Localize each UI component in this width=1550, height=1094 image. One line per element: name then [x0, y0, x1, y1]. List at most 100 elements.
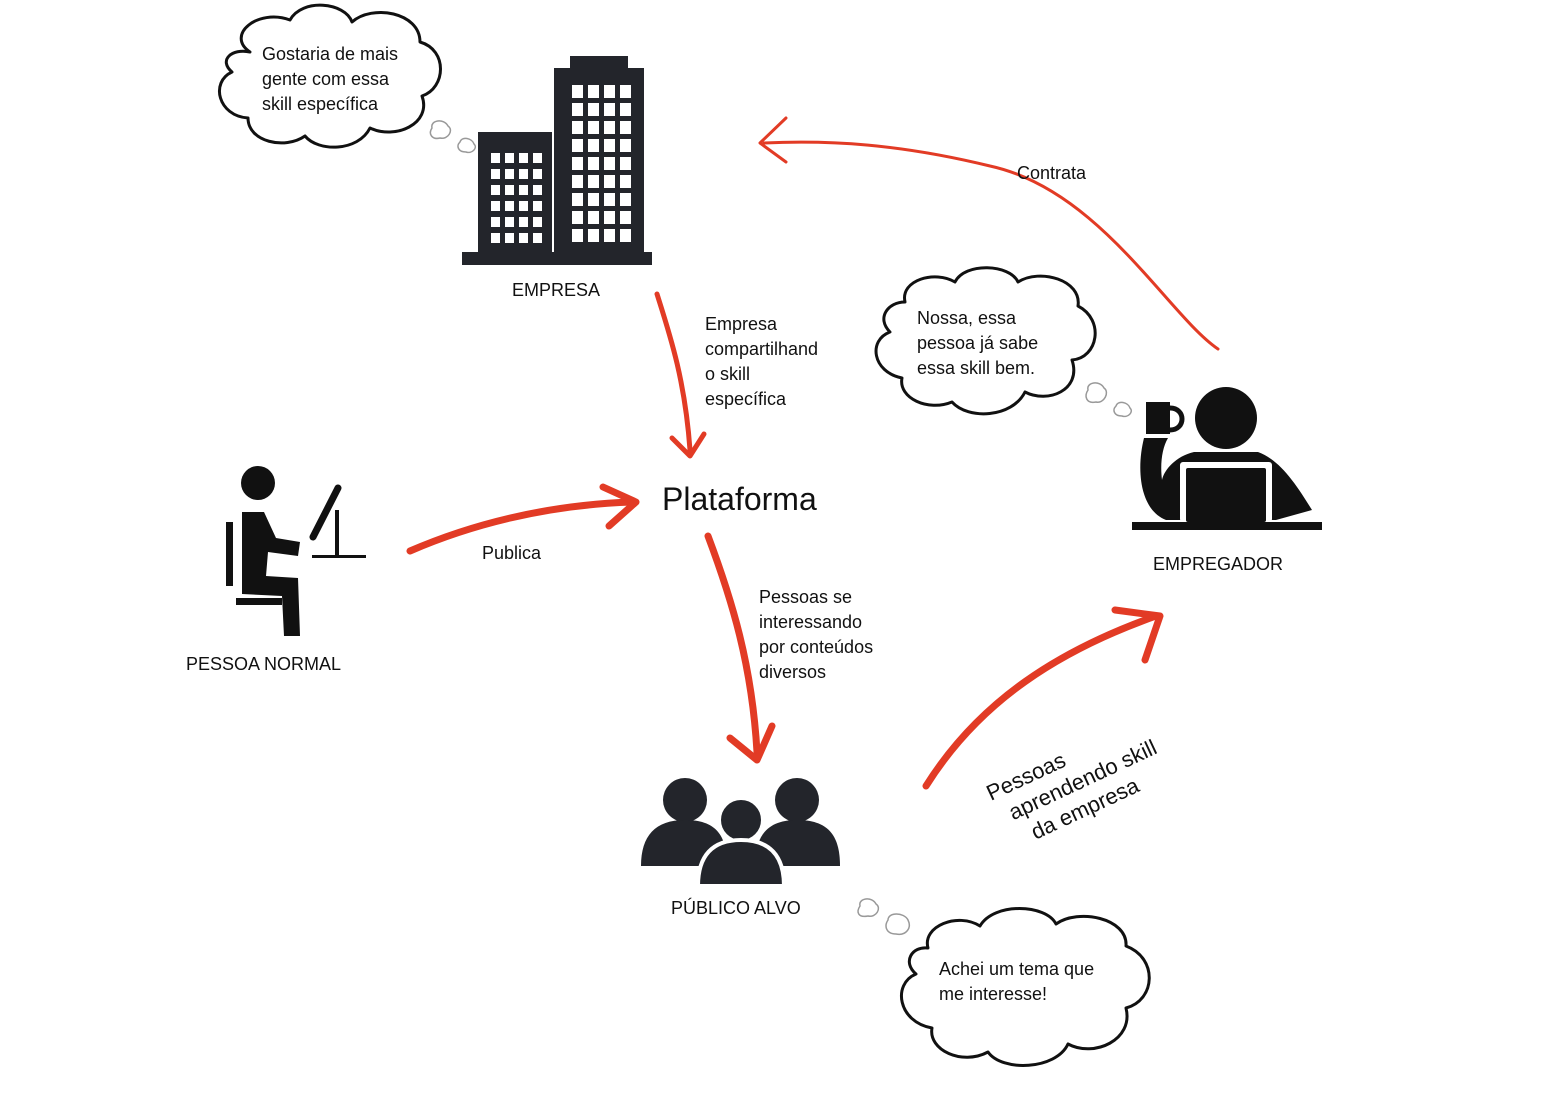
- building-window: [533, 233, 542, 243]
- building-window: [588, 157, 599, 170]
- building-window: [533, 185, 542, 195]
- building-window: [505, 169, 514, 179]
- building-window: [572, 139, 583, 152]
- building-window: [572, 175, 583, 188]
- thought-cloud-empregador: [874, 266, 1133, 418]
- thought-bubble-smaller: [457, 137, 477, 154]
- building-window: [604, 229, 615, 242]
- building-window: [604, 121, 615, 134]
- thought-cloud-empresa: [217, 3, 477, 154]
- thought-line: gente com essa: [262, 69, 390, 89]
- building-window: [620, 175, 631, 188]
- building-window: [505, 153, 514, 163]
- edge-label-line: interessando: [759, 612, 863, 632]
- building-window: [572, 103, 583, 116]
- thought-text-empregador: Nossa, essa pessoa já sabe essa skill be…: [917, 306, 1038, 381]
- building-window: [572, 229, 583, 242]
- edge-label-line: o skill: [705, 364, 751, 384]
- building-window: [505, 233, 514, 243]
- arrow-plataforma-to-publico: [704, 532, 776, 764]
- building-window: [491, 201, 500, 211]
- building-windows-left: [491, 153, 542, 243]
- thought-bubble-small: [857, 898, 880, 918]
- thought-bubble-small: [1085, 382, 1108, 404]
- building-window: [491, 217, 500, 227]
- building-window: [604, 139, 615, 152]
- node-label-empregador: EMPREGADOR: [1153, 554, 1284, 574]
- building-window: [604, 103, 615, 116]
- building-window: [572, 193, 583, 206]
- employer-at-laptop-icon: [1132, 387, 1322, 530]
- building-window: [588, 175, 599, 188]
- building-window: [491, 153, 500, 163]
- building-window: [572, 157, 583, 170]
- building-window: [620, 121, 631, 134]
- building-window: [620, 85, 631, 98]
- building-window: [572, 121, 583, 134]
- edge-label-line: por conteúdos: [759, 637, 874, 657]
- edge-label-line: compartilhand: [705, 339, 819, 359]
- thought-line: Achei um tema que: [939, 959, 1095, 979]
- thought-line: pessoa já sabe: [917, 333, 1039, 353]
- node-label-empresa: EMPRESA: [512, 280, 601, 300]
- building-window: [588, 121, 599, 134]
- building-window: [572, 211, 583, 224]
- thought-line: essa skill bem.: [917, 358, 1036, 378]
- edge-label-line: específica: [705, 389, 787, 409]
- building-window: [533, 169, 542, 179]
- thought-text-empresa: Gostaria de mais gente com essa skill es…: [262, 42, 398, 117]
- building-window: [588, 103, 599, 116]
- edge-label-line: diversos: [759, 662, 827, 682]
- building-window: [588, 85, 599, 98]
- office-building-icon: [462, 56, 652, 265]
- building-window: [588, 211, 599, 224]
- thought-text-publico: Achei um tema que me interesse!: [939, 957, 1094, 1007]
- building-window: [620, 103, 631, 116]
- building-windows-right: [572, 85, 631, 242]
- building-window: [604, 175, 615, 188]
- node-label-pessoa-normal: PESSOA NORMAL: [186, 654, 342, 674]
- node-label-plataforma: Plataforma: [662, 481, 817, 517]
- arrow-empregador-to-empresa: [758, 116, 1220, 351]
- building-window: [519, 153, 528, 163]
- edge-label-empresa-to-plataforma: Empresa compartilhand o skill específica: [705, 312, 818, 412]
- building-window: [533, 201, 542, 211]
- building-window: [491, 185, 500, 195]
- building-window: [519, 201, 528, 211]
- building-window: [620, 157, 631, 170]
- building-window: [620, 139, 631, 152]
- building-window: [505, 217, 514, 227]
- thought-cloud-publico: [857, 898, 1151, 1067]
- arrow-publico-to-empregador: [922, 606, 1164, 790]
- building-window: [519, 185, 528, 195]
- person-at-computer-icon: [226, 466, 366, 636]
- group-of-people-icon: [641, 778, 840, 888]
- arrow-pessoa-to-plataforma: [406, 483, 640, 555]
- building-window: [604, 193, 615, 206]
- building-window: [604, 157, 615, 170]
- building-window: [533, 217, 542, 227]
- building-window: [519, 169, 528, 179]
- building-window: [588, 193, 599, 206]
- thought-bubble-smaller: [885, 913, 910, 936]
- edge-label-line: Empresa: [705, 314, 778, 334]
- building-window: [588, 229, 599, 242]
- building-window: [519, 233, 528, 243]
- building-window: [505, 185, 514, 195]
- thought-line: Gostaria de mais: [262, 44, 399, 64]
- thought-bubble-smaller: [1113, 401, 1133, 418]
- building-window: [505, 201, 514, 211]
- building-window: [604, 211, 615, 224]
- thought-bubble-small: [429, 120, 452, 140]
- building-window: [620, 211, 631, 224]
- edge-label-plataforma-to-publico: Pessoas se interessando por conteúdos di…: [759, 585, 873, 685]
- building-window: [491, 169, 500, 179]
- building-window: [572, 85, 583, 98]
- building-window: [604, 85, 615, 98]
- edge-label-line: Pessoas se: [759, 587, 853, 607]
- edge-label-publica: Publica: [482, 543, 542, 563]
- building-window: [533, 153, 542, 163]
- node-label-publico-alvo: PÚBLICO ALVO: [671, 898, 801, 918]
